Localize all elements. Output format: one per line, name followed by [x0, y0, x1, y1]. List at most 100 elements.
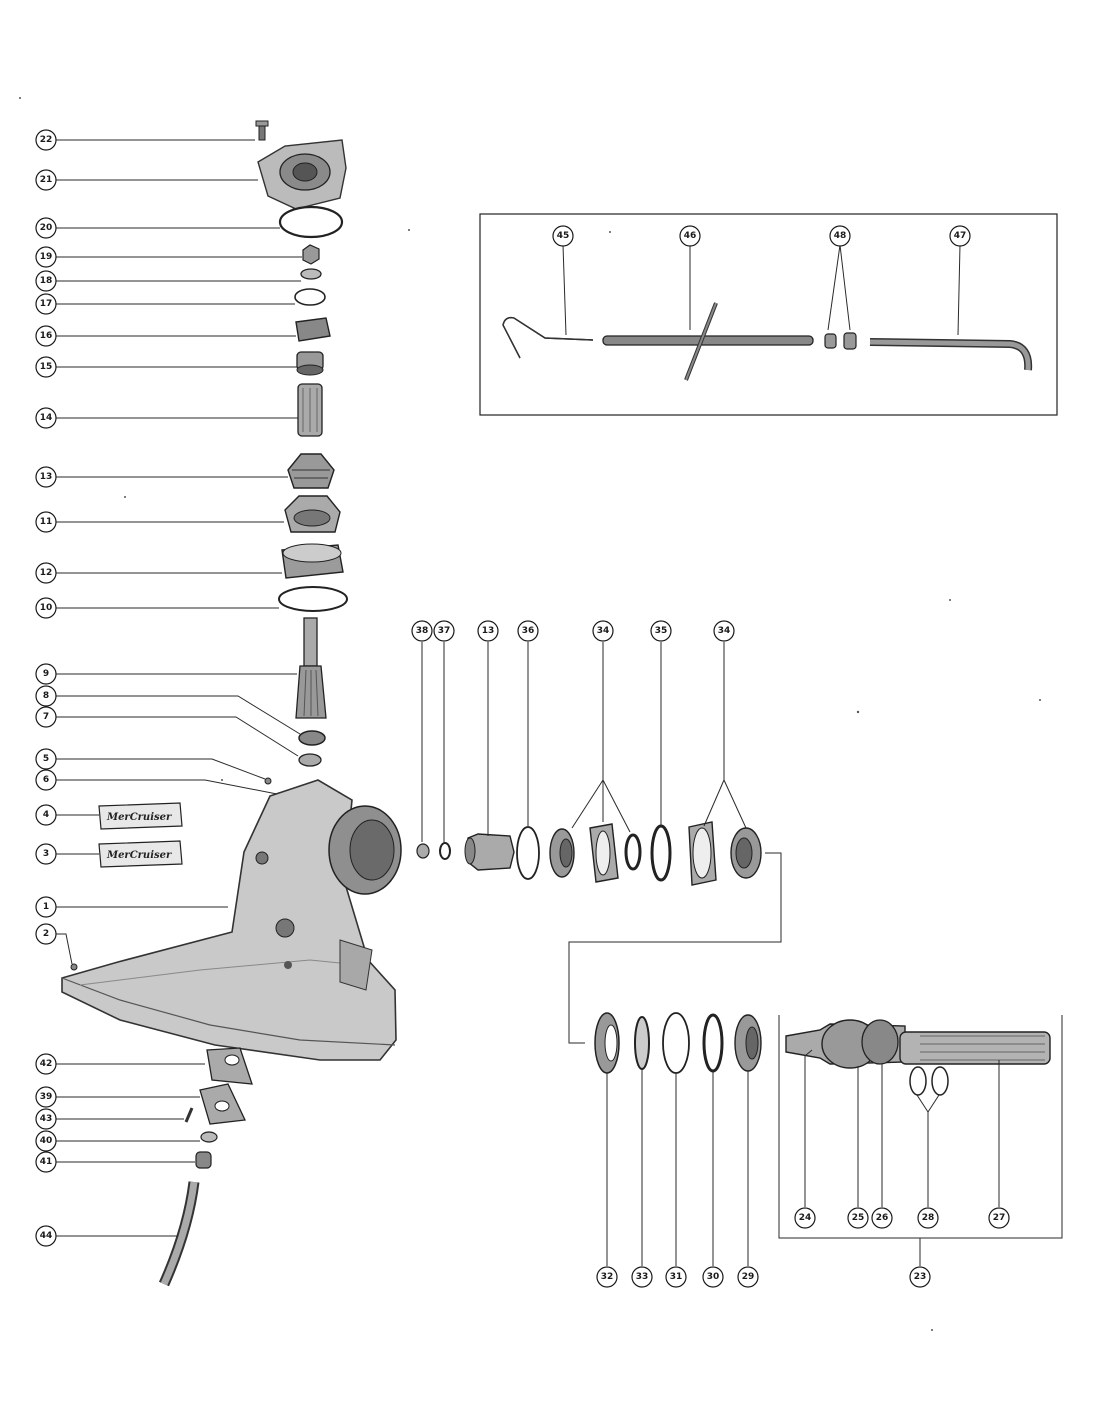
- callout-38: 38: [411, 620, 433, 642]
- callout-9: 9: [35, 663, 57, 685]
- callout-36: 36: [517, 620, 539, 642]
- callout-30: 30: [702, 1266, 724, 1288]
- svg-text:2: 2: [43, 929, 49, 939]
- callout-48: 48: [829, 225, 851, 247]
- svg-text:34: 34: [597, 626, 610, 636]
- svg-text:40: 40: [40, 1136, 53, 1146]
- svg-text:24: 24: [799, 1213, 812, 1223]
- callout-11: 11: [35, 511, 57, 533]
- left-stack-parts: [255, 120, 348, 798]
- svg-text:29: 29: [742, 1272, 755, 1282]
- callout-15: 15: [35, 356, 57, 378]
- callout-43: 43: [35, 1108, 57, 1130]
- callout-13b: 13: [477, 620, 499, 642]
- svg-text:48: 48: [834, 231, 847, 241]
- part-47-shift-rod: [869, 338, 1033, 371]
- svg-text:21: 21: [40, 175, 53, 185]
- svg-text:44: 44: [40, 1231, 53, 1241]
- lower-right-leaders: [606, 1015, 1063, 1266]
- svg-text:34: 34: [718, 626, 731, 636]
- callout-23: 23: [909, 1266, 931, 1288]
- part-1-gear-housing: [61, 779, 402, 1061]
- callout-24: 24: [794, 1207, 816, 1229]
- callout-3: 3: [35, 843, 57, 865]
- svg-text:42: 42: [40, 1059, 53, 1069]
- callout-35: 35: [650, 620, 672, 642]
- callout-10: 10: [35, 597, 57, 619]
- callout-8: 8: [35, 685, 57, 707]
- callout-14: 14: [35, 407, 57, 429]
- callout-18: 18: [35, 270, 57, 292]
- svg-text:7: 7: [43, 712, 49, 722]
- callout-44: 44: [35, 1225, 57, 1247]
- decal-4: MerCruiser: [98, 802, 183, 830]
- svg-text:19: 19: [40, 252, 53, 262]
- callout-46: 46: [679, 225, 701, 247]
- decal-3: MerCruiser: [98, 840, 183, 868]
- print-specks: [19, 97, 1041, 1331]
- callout-37: 37: [433, 620, 455, 642]
- svg-text:47: 47: [954, 231, 967, 241]
- left-leaders: [56, 139, 302, 1237]
- part-45-shift-rod-end: [502, 316, 594, 359]
- callout-5: 5: [35, 748, 57, 770]
- svg-text:18: 18: [40, 276, 53, 286]
- inset-leaders: [562, 244, 961, 336]
- callout-25: 25: [847, 1207, 869, 1229]
- svg-text:13: 13: [482, 626, 495, 636]
- svg-text:8: 8: [43, 691, 49, 701]
- svg-text:37: 37: [438, 626, 451, 636]
- svg-text:6: 6: [43, 775, 49, 785]
- callout-31: 31: [665, 1266, 687, 1288]
- callout-29: 29: [737, 1266, 759, 1288]
- part-2-plug: [70, 963, 78, 971]
- callout-19: 19: [35, 246, 57, 268]
- callout-41: 41: [35, 1151, 57, 1173]
- bottom-left-parts: [158, 1047, 253, 1287]
- svg-text:15: 15: [40, 362, 53, 372]
- svg-text:12: 12: [40, 568, 53, 578]
- svg-text:9: 9: [43, 669, 49, 679]
- svg-text:38: 38: [416, 626, 429, 636]
- svg-text:30: 30: [707, 1272, 720, 1282]
- svg-text:45: 45: [557, 231, 570, 241]
- callout-7: 7: [35, 706, 57, 728]
- svg-text:4: 4: [43, 810, 49, 820]
- callout-17: 17: [35, 293, 57, 315]
- svg-text:11: 11: [40, 517, 53, 527]
- decal-3-text: MerCruiser: [106, 850, 172, 861]
- callout-13: 13: [35, 466, 57, 488]
- callout-42: 42: [35, 1053, 57, 1075]
- svg-text:36: 36: [522, 626, 535, 636]
- callout-2: 2: [35, 923, 57, 945]
- svg-text:10: 10: [40, 603, 53, 613]
- svg-text:23: 23: [914, 1272, 927, 1282]
- svg-text:25: 25: [852, 1213, 865, 1223]
- callouts: 22 21 20 19 18 17 16 15 14 13 11 12 10 9…: [35, 129, 1010, 1288]
- inset-frame: [479, 213, 1058, 416]
- middle-leaders: [421, 642, 747, 842]
- svg-text:3: 3: [43, 849, 49, 859]
- svg-text:46: 46: [684, 231, 697, 241]
- part-46-shift-shaft: [602, 302, 814, 381]
- svg-text:27: 27: [993, 1213, 1006, 1223]
- callout-32: 32: [596, 1266, 618, 1288]
- callout-4: 4: [35, 804, 57, 826]
- callout-33: 33: [631, 1266, 653, 1288]
- callout-28: 28: [917, 1207, 939, 1229]
- svg-text:28: 28: [922, 1213, 935, 1223]
- svg-text:14: 14: [40, 413, 53, 423]
- callout-1: 1: [35, 896, 57, 918]
- svg-text:41: 41: [40, 1157, 53, 1167]
- svg-text:16: 16: [40, 331, 53, 341]
- svg-text:5: 5: [43, 754, 49, 764]
- svg-text:31: 31: [670, 1272, 683, 1282]
- callout-16: 16: [35, 325, 57, 347]
- callout-21: 21: [35, 169, 57, 191]
- svg-text:17: 17: [40, 299, 53, 309]
- svg-text:20: 20: [40, 223, 53, 233]
- middle-row-parts: [416, 821, 762, 886]
- svg-text:39: 39: [40, 1092, 53, 1102]
- svg-text:32: 32: [601, 1272, 614, 1282]
